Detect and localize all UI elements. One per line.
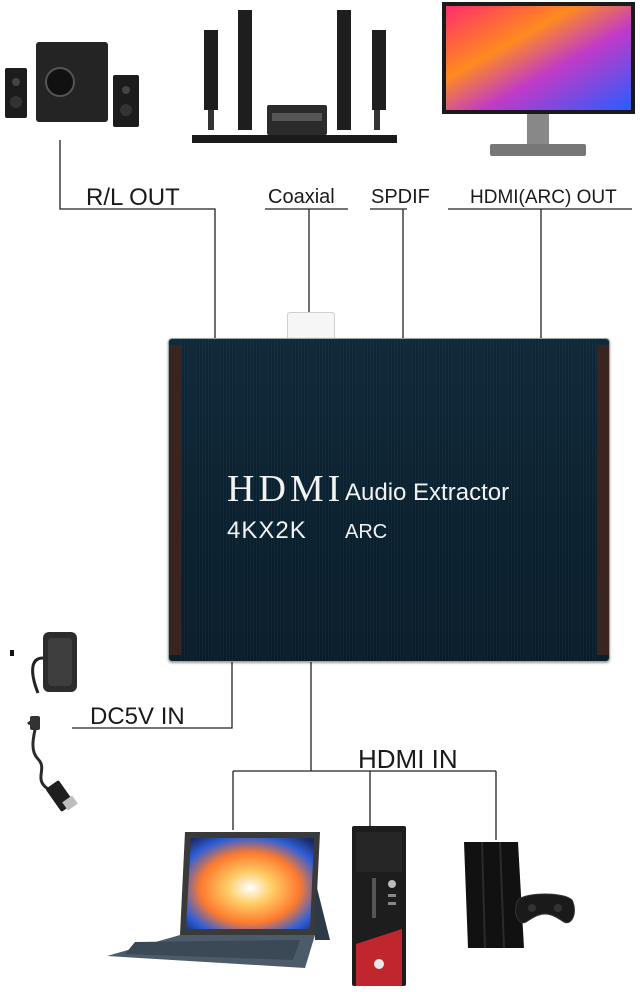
device-title-main: HDMI <box>227 468 345 510</box>
device-title-sub: Audio Extractor <box>345 479 510 506</box>
device-right-edge <box>597 345 609 655</box>
rl-out-label: R/L OUT <box>86 184 180 211</box>
speaker-set-icon <box>5 42 139 127</box>
dc5v-in-label: DC5V IN <box>90 703 185 730</box>
home-theater-icon <box>192 10 397 143</box>
hdmi-arc-out-label: HDMI(ARC) OUT <box>470 187 617 208</box>
device-left-edge <box>169 345 181 655</box>
usb-cable-icon <box>27 716 78 812</box>
game-console-icon <box>464 841 575 949</box>
monitor-icon <box>442 2 635 156</box>
hdmi-in-label: HDMI IN <box>358 744 458 774</box>
device-face <box>181 339 597 661</box>
laptop-tablet-icon <box>107 832 330 968</box>
coaxial-port <box>287 312 335 341</box>
device-mode: ARC <box>345 521 388 543</box>
power-adapter-icon <box>10 632 77 694</box>
device-resolution: 4KX2K <box>227 517 307 544</box>
spdif-label: SPDIF <box>371 186 430 208</box>
audio-extractor-device: HDMI Audio Extractor 4KX2K ARC <box>168 338 610 662</box>
coaxial-label: Coaxial <box>268 186 335 208</box>
desktop-pc-icon <box>352 826 406 986</box>
